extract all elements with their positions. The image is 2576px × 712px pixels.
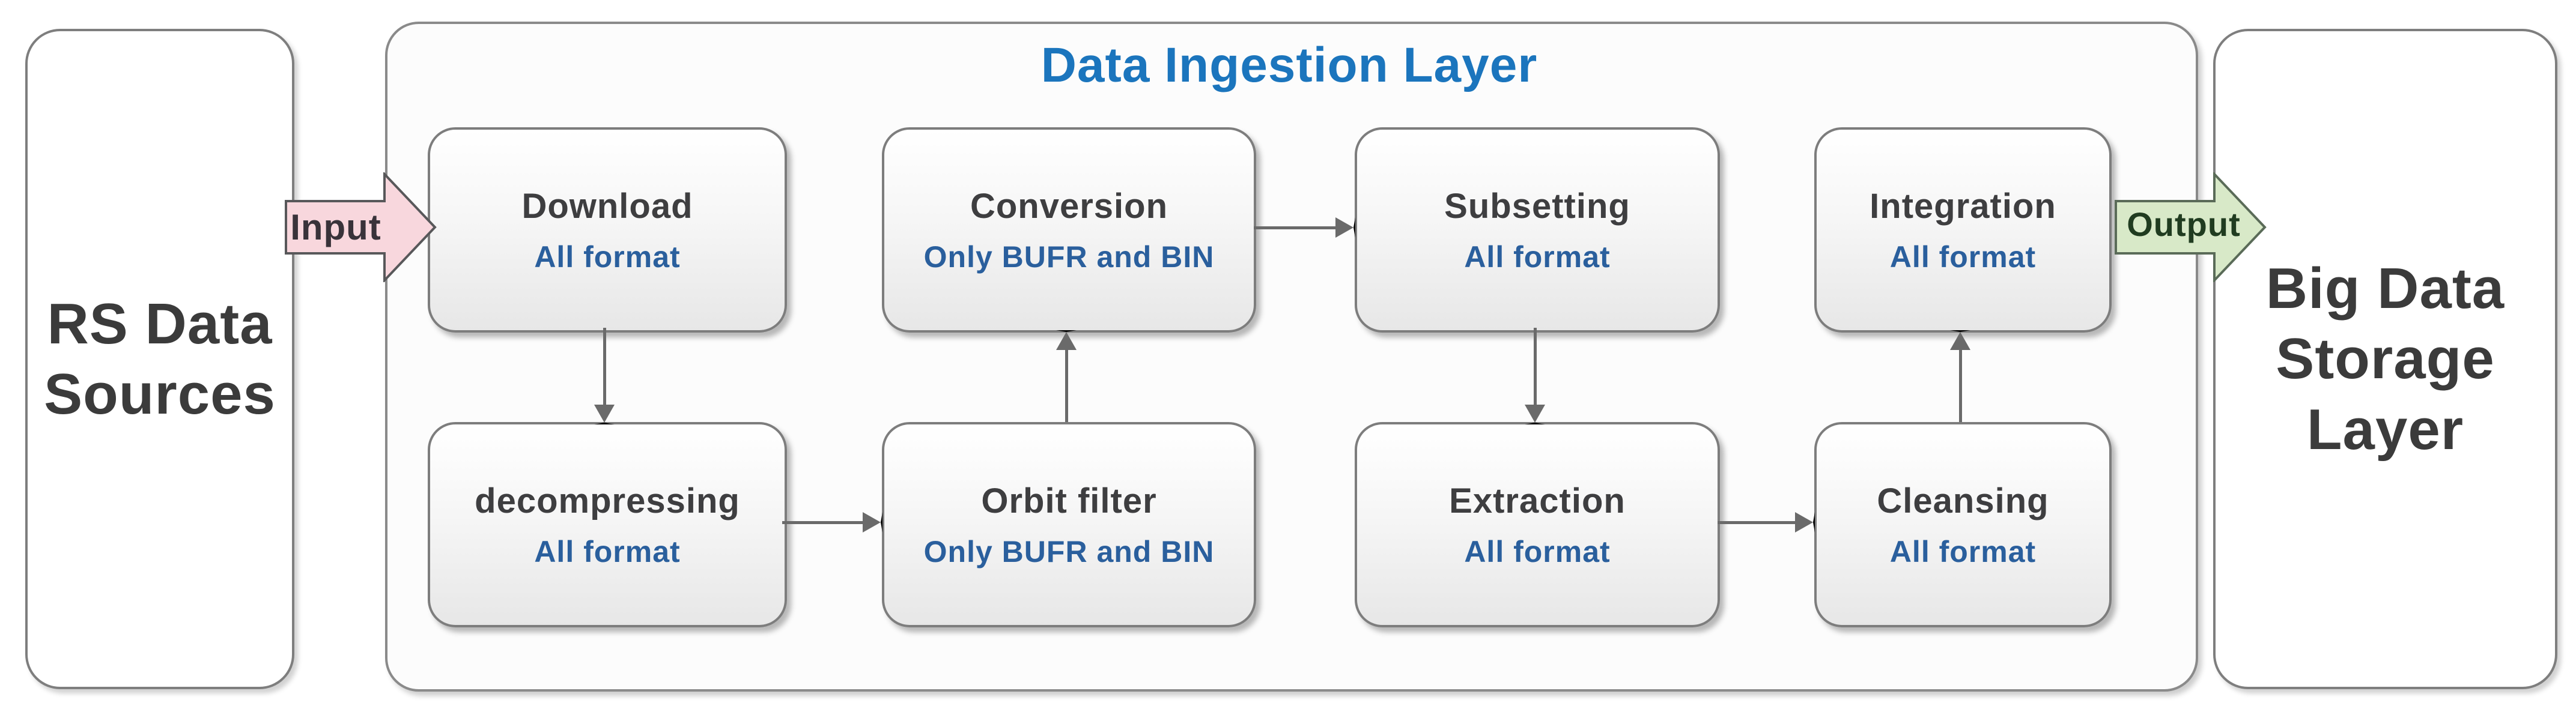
process-box-subsetting: Subsetting All format [1355,127,1720,333]
process-subtitle: Only BUFR and BIN [923,534,1215,569]
process-title: Download [521,186,693,226]
rs-label-line1: RS Data [47,291,273,356]
process-box-cleansing: Cleansing All format [1814,422,2112,627]
arrowhead-right-icon [1335,217,1355,238]
output-arrow-icon [2115,172,2267,282]
arrowhead-right-icon [863,512,882,532]
process-title: Integration [1870,186,2056,226]
big-data-storage-layer-box: Big Data Storage Layer [2213,29,2557,689]
rs-data-sources-label: RS Data Sources [44,289,276,429]
bds-label-line3: Layer [2306,397,2464,462]
process-box-conversion: Conversion Only BUFR and BIN [882,127,1256,333]
arrowhead-up-icon [1950,330,1970,350]
process-title: decompressing [475,481,740,520]
arrow-conversion-to-subsetting [1254,226,1335,229]
process-subtitle: All format [1464,240,1611,274]
input-arrow-label: Input [290,207,381,247]
process-subtitle: All format [1889,534,2037,569]
bds-label-line1: Big Data [2265,256,2505,321]
output-arrow-label: Output [2127,205,2241,243]
process-box-decompressing: decompressing All format [428,422,787,627]
process-title: Conversion [970,186,1168,226]
process-subtitle: All format [534,534,681,569]
bds-label-line2: Storage [2276,327,2495,391]
process-box-extraction: Extraction All format [1355,422,1720,627]
process-subtitle: All format [534,240,681,274]
arrowhead-right-icon [1795,512,1815,532]
arrow-cleansing-to-integration [1959,348,1962,422]
input-arrow-icon [285,172,437,282]
process-subtitle: All format [1464,534,1611,569]
arrow-download-to-decompressing [603,328,606,405]
process-subtitle: Only BUFR and BIN [923,240,1215,274]
arrow-subsetting-to-extraction [1534,328,1537,405]
data-ingestion-layer-title: Data Ingestion Layer [1040,38,1538,92]
arrow-orbit-filter-to-conversion [1065,348,1068,422]
arrowhead-down-icon [1525,405,1545,424]
process-box-integration: Integration All format [1814,127,2112,333]
process-box-orbit-filter: Orbit filter Only BUFR and BIN [882,422,1256,627]
arrowhead-down-icon [594,405,615,424]
process-subtitle: All format [1889,240,2037,274]
arrow-decompressing-to-orbit-filter [782,521,863,524]
process-title: Cleansing [1877,481,2049,520]
rs-label-line2: Sources [44,362,276,426]
big-data-storage-layer-label: Big Data Storage Layer [2266,253,2505,464]
process-title: Subsetting [1444,186,1630,226]
arrow-extraction-to-cleansing [1718,521,1796,524]
process-title: Extraction [1449,481,1626,520]
rs-data-sources-box: RS Data Sources [25,29,294,689]
arrowhead-up-icon [1056,330,1077,350]
process-title: Orbit filter [981,481,1157,520]
process-box-download: Download All format [428,127,787,333]
